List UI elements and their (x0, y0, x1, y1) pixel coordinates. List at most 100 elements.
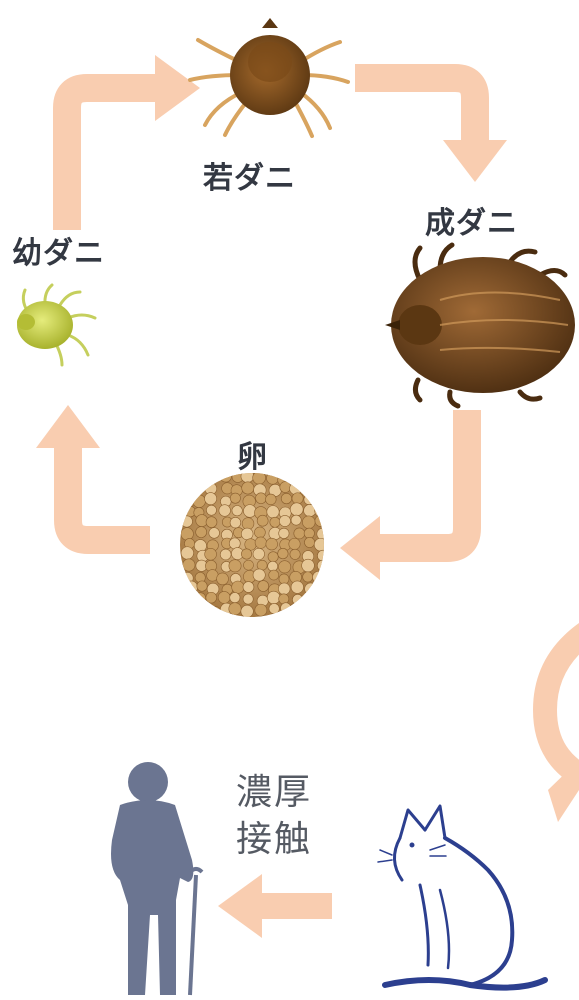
egg (316, 527, 324, 541)
egg (180, 527, 194, 541)
egg (207, 473, 220, 484)
egg (180, 546, 194, 560)
egg (195, 473, 207, 484)
egg (206, 504, 217, 516)
egg-cluster-image (180, 473, 324, 617)
egg (278, 593, 290, 605)
egg (314, 515, 324, 527)
egg (192, 494, 206, 508)
transmission-label-line2: 接触 (236, 818, 313, 860)
egg (196, 580, 208, 592)
egg (252, 547, 265, 561)
egg (183, 482, 196, 496)
egg (304, 582, 318, 596)
egg (240, 604, 254, 617)
egg (231, 505, 243, 517)
arrow-larva-to-nymph (53, 55, 200, 230)
egg (315, 483, 324, 495)
nymph-tick-image (188, 18, 350, 138)
egg (243, 559, 254, 571)
egg (180, 515, 193, 528)
cat-icon (377, 804, 548, 991)
egg (217, 591, 231, 604)
egg (304, 594, 316, 607)
egg (241, 481, 255, 495)
egg (314, 504, 324, 518)
egg (314, 593, 324, 607)
egg (316, 559, 324, 572)
egg (289, 502, 304, 517)
egg (256, 514, 269, 527)
egg (314, 495, 324, 507)
egg (266, 473, 279, 485)
egg (279, 515, 291, 527)
egg (268, 569, 280, 581)
egg (290, 580, 304, 594)
egg (241, 517, 255, 530)
egg (313, 537, 324, 552)
egg (241, 548, 253, 560)
egg (228, 559, 242, 573)
egg (255, 492, 267, 504)
stage-label-nymph: 若ダニ (203, 161, 296, 196)
arrow-cat-to-human (218, 874, 332, 938)
egg (228, 602, 242, 616)
egg (289, 482, 302, 495)
egg (302, 603, 316, 617)
stage-label-egg: 卵 (237, 440, 268, 475)
egg (303, 504, 317, 517)
egg (302, 473, 314, 483)
egg (280, 492, 292, 505)
egg (291, 473, 303, 483)
egg (266, 590, 281, 605)
egg (278, 582, 291, 595)
egg (269, 516, 281, 528)
egg (231, 580, 245, 594)
egg (229, 516, 242, 529)
egg (311, 582, 324, 596)
egg (205, 591, 217, 604)
adult-tick-image (385, 242, 575, 409)
egg (228, 537, 241, 550)
egg (291, 492, 304, 505)
egg (278, 527, 290, 539)
lifecycle-arrows (36, 55, 579, 938)
egg (218, 504, 231, 517)
egg (279, 481, 292, 493)
egg (312, 570, 324, 584)
egg (257, 580, 270, 592)
egg (293, 527, 306, 540)
egg (301, 558, 315, 573)
egg (254, 603, 268, 617)
transmission-label-line1: 濃厚 (236, 772, 313, 813)
egg (216, 572, 229, 586)
egg (219, 473, 232, 483)
egg (182, 495, 195, 508)
egg (242, 581, 255, 593)
elderly-person-with-cane-icon (111, 762, 204, 996)
egg (197, 602, 209, 614)
stage-label-larva: 幼ダニ (12, 236, 105, 271)
egg (303, 494, 315, 505)
egg (280, 602, 292, 614)
egg (209, 606, 222, 617)
egg (292, 594, 304, 606)
egg (204, 492, 217, 505)
egg (304, 536, 316, 548)
egg (252, 568, 266, 582)
egg (204, 548, 217, 561)
egg (193, 481, 206, 494)
egg (302, 515, 316, 529)
egg (193, 539, 207, 553)
transmission-label: 濃厚 接触 (236, 770, 312, 864)
egg (182, 605, 195, 617)
egg (254, 536, 267, 549)
egg (267, 551, 279, 563)
egg (290, 514, 302, 526)
egg (266, 505, 280, 519)
egg (267, 560, 279, 572)
egg (288, 537, 301, 550)
larva-tick-image (17, 283, 97, 367)
egg (229, 492, 241, 504)
